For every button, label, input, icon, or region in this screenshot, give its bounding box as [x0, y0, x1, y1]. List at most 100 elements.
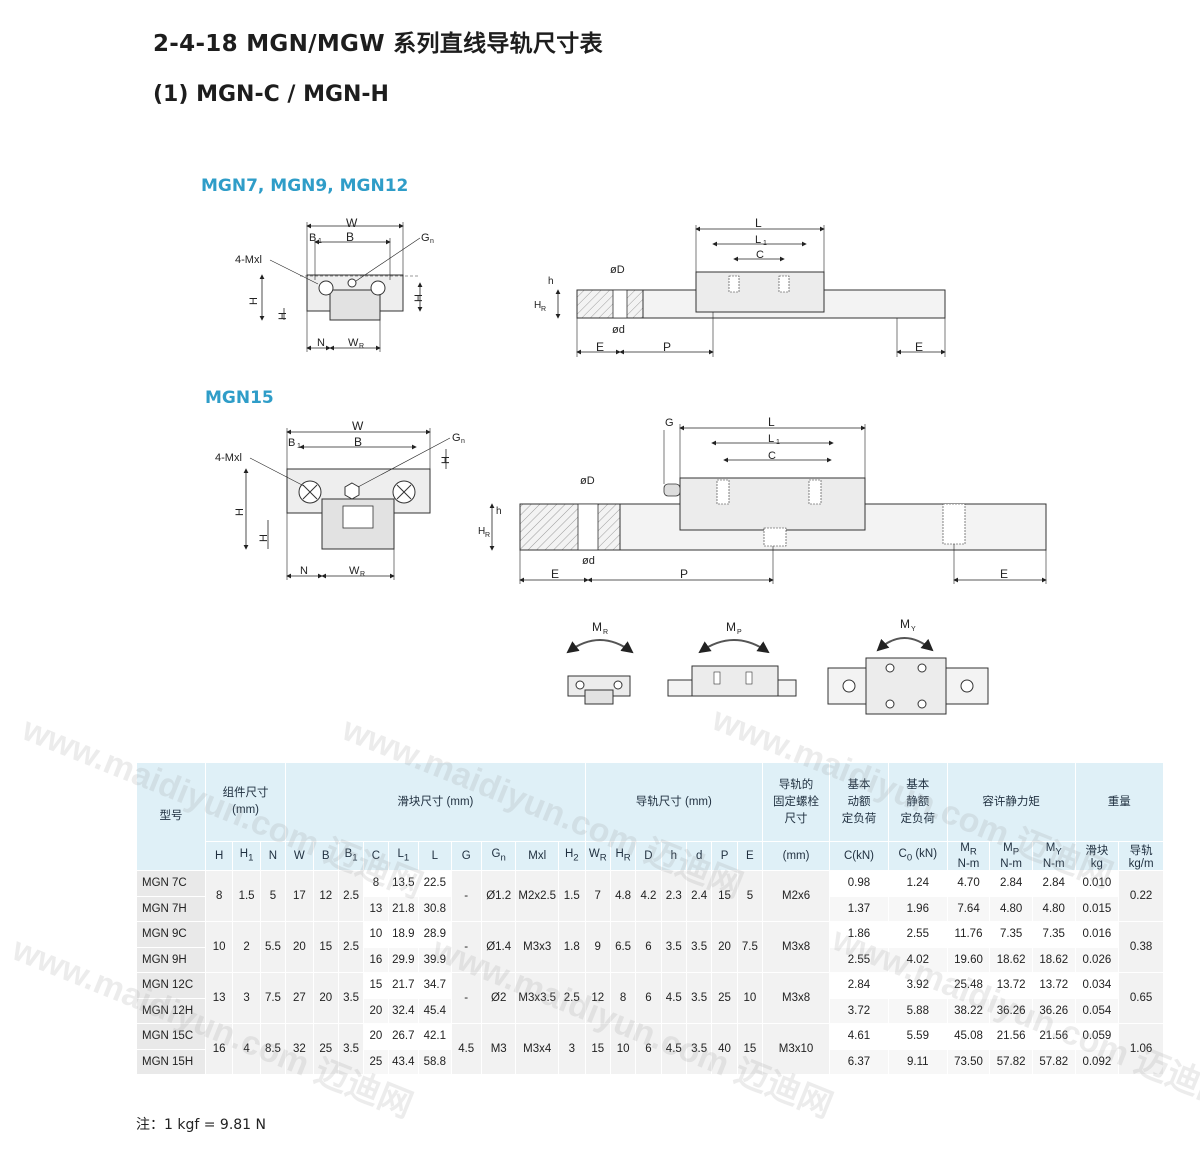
table-cell: 25 — [312, 1023, 339, 1075]
table-cell: 7.5 — [259, 972, 287, 1024]
table-cell: M2x6 — [762, 870, 831, 922]
dim2-P: P — [680, 567, 688, 581]
table-cell: 0.38 — [1118, 921, 1164, 973]
table-cell: 15 — [584, 1023, 611, 1075]
dim-Gn-sub: n — [430, 238, 434, 245]
table-cell: 4.5 — [660, 972, 687, 1024]
table-cell: 10 — [736, 972, 764, 1024]
moment-diagram-MY: M Y — [827, 617, 989, 715]
moment-MP: M — [726, 620, 736, 634]
dim-phiD: øD — [610, 264, 625, 276]
table-cell: 43.4 — [387, 1048, 420, 1075]
table-cell: 21.7 — [387, 972, 420, 999]
table-cell: MGN 9H — [136, 946, 206, 973]
col-P: P — [711, 841, 738, 871]
col-Mxl: Mxl — [515, 841, 560, 871]
diagram1-end-view: W B B 1 G n 4-Mxl H H H N W R — [235, 216, 434, 352]
table-cell: MGN 7C — [136, 870, 206, 897]
table-cell: 15 — [736, 1023, 764, 1075]
table-cell: 1.24 — [887, 870, 948, 897]
dim-H1: H — [277, 312, 289, 320]
moment-MP-sub: P — [737, 629, 742, 636]
table-cell: 13 — [204, 972, 234, 1024]
table-cell: 0.054 — [1074, 997, 1120, 1024]
table-cell: 20 — [285, 921, 314, 973]
table-cell: 7.64 — [946, 895, 991, 922]
diagram1-side-view: L L 1 C øD ød h H R E P E — [534, 216, 946, 357]
table-cell: - — [450, 870, 482, 922]
table-cell: 13 — [363, 895, 389, 922]
table-cell: 0.016 — [1074, 921, 1120, 948]
dim2-N: N — [300, 565, 308, 577]
dim2-h: h — [496, 506, 502, 517]
table-cell: 34.7 — [418, 972, 452, 999]
dim2-B: B — [354, 435, 362, 449]
table-cell: 4.5 — [450, 1023, 482, 1075]
table-cell: 3.72 — [829, 997, 889, 1024]
table-cell: 4.8 — [609, 870, 637, 922]
footnote: 注：1 kgf = 9.81 N — [136, 1117, 267, 1133]
table-cell: 1.5 — [232, 870, 261, 922]
table-cell: 5 — [736, 870, 764, 922]
dim-C: C — [756, 249, 764, 261]
table-cell: 7 — [584, 870, 611, 922]
col-dynamic-load: C(kN) — [829, 841, 889, 871]
table-cell: 36.26 — [989, 997, 1033, 1024]
dim2-H: H — [234, 508, 246, 516]
dim-N: N — [317, 337, 325, 349]
table-cell: 17 — [285, 870, 314, 922]
table-cell: 6 — [635, 921, 662, 973]
dim2-H2: H — [440, 456, 452, 464]
dim-E-left: E — [596, 340, 604, 354]
dim-E-right: E — [915, 340, 923, 354]
col-B: B — [312, 841, 339, 871]
spec-table: 型号 组件尺寸 (mm) 滑块尺寸 (mm) 导轨尺寸 (mm) 导轨的 固定螺… — [136, 762, 1165, 1075]
table-cell: 32 — [285, 1023, 314, 1075]
table-cell: 4.02 — [887, 946, 948, 973]
table-cell: 2 — [232, 921, 261, 973]
col-h: h — [660, 841, 687, 871]
table-cell: 4.80 — [1031, 895, 1076, 922]
page-title: 2-4-18 MGN/MGW 系列直线导轨尺寸表 — [153, 31, 603, 57]
table-cell: 3 — [232, 972, 261, 1024]
table-cell: MGN 9C — [136, 921, 206, 948]
table-cell: 2.5 — [558, 972, 586, 1024]
col-group-static-load: 基本 静额 定负荷 — [887, 762, 948, 842]
col-D: D — [635, 841, 662, 871]
table-cell: 0.034 — [1074, 972, 1120, 999]
dim2-L1-sub: 1 — [776, 439, 780, 446]
diagram1-label: MGN7, MGN9, MGN12 — [201, 176, 409, 196]
table-cell: 1.96 — [887, 895, 948, 922]
col-group-assembly: 组件尺寸 (mm) — [204, 762, 287, 842]
table-cell: 5 — [259, 870, 287, 922]
table-cell: M2x2.5 — [515, 870, 560, 922]
table-cell: 16 — [363, 946, 389, 973]
table-cell: 0.092 — [1074, 1048, 1120, 1075]
dim-WR: W — [348, 337, 359, 349]
table-cell: M3x3.5 — [515, 972, 560, 1024]
dim-4-Mxl: 4-Mxl — [235, 254, 262, 266]
table-cell: 8 — [609, 972, 637, 1024]
dim2-WR: W — [349, 565, 360, 577]
dim-HR: H — [534, 300, 541, 311]
col-group-dynamic-load: 基本 动额 定负荷 — [829, 762, 889, 842]
dim-Gn: G — [421, 232, 430, 244]
table-cell: 2.5 — [337, 921, 365, 973]
col-Gn: Gn — [480, 841, 517, 871]
table-cell: 32.4 — [387, 997, 420, 1024]
table-cell: 3.5 — [337, 972, 365, 1024]
col-group-rail: 导轨尺寸 (mm) — [584, 762, 764, 842]
table-cell: 2.55 — [829, 946, 889, 973]
table-cell: 3.5 — [660, 921, 687, 973]
table-cell: 0.059 — [1074, 1023, 1120, 1050]
table-cell: 10 — [363, 921, 389, 948]
table-cell: 3.5 — [337, 1023, 365, 1075]
table-cell: 42.1 — [418, 1023, 452, 1050]
